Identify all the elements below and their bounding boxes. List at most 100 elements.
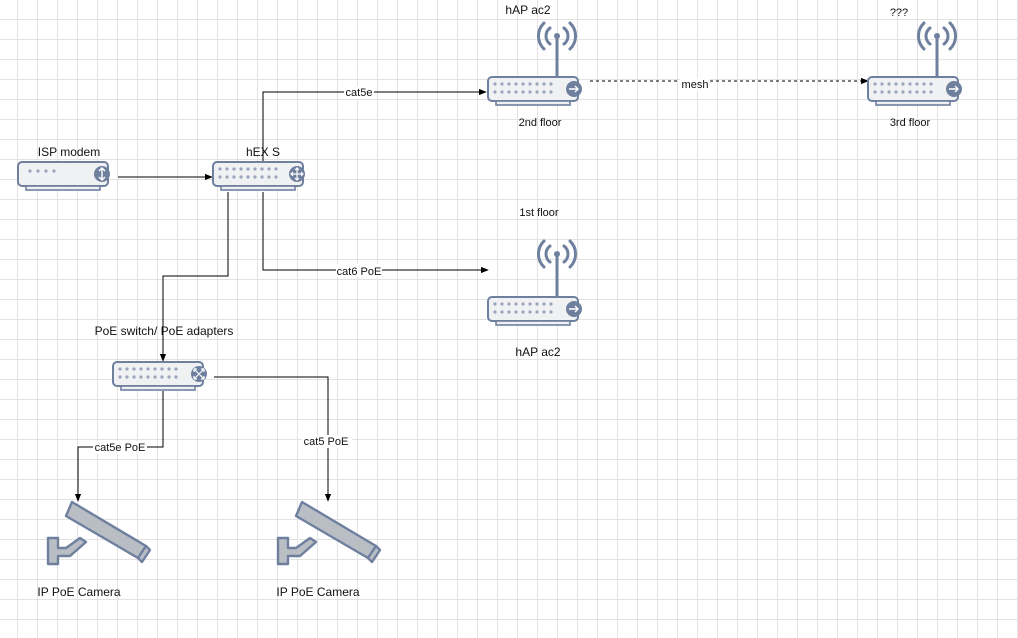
port-dot (929, 90, 933, 94)
router-icon (487, 296, 582, 326)
ap-3rd-top-label: ??? (890, 7, 908, 19)
svg-text:cat6 PoE: cat6 PoE (337, 266, 382, 278)
port-dot (549, 90, 553, 94)
node-hex-s[interactable]: hEX S (212, 145, 305, 191)
node-camera-2[interactable]: IP PoE Camera (276, 500, 382, 599)
node-ap-3rd-floor[interactable]: ??? 3rd floor (867, 7, 962, 129)
port-dot (922, 82, 926, 86)
port-dot (146, 367, 150, 371)
edge-switch-to-camera-2[interactable] (214, 376, 332, 502)
router-icon (212, 161, 305, 191)
port-dot (246, 167, 250, 171)
hap-1st-top-label: 1st floor (519, 207, 558, 219)
port-dot (514, 82, 518, 86)
port-dot (507, 90, 511, 94)
port-dot (894, 82, 898, 86)
node-poe-switch[interactable]: PoE switch/ PoE adapters (95, 324, 234, 391)
port-dot (887, 90, 891, 94)
port-dot (274, 167, 278, 171)
port-dot (514, 310, 518, 314)
switch-icon (112, 361, 207, 391)
port-dot (535, 90, 539, 94)
port-dot (521, 302, 525, 306)
poe-switch-label: PoE switch/ PoE adapters (95, 324, 234, 338)
edge-label-cat5e-poe: cat5e PoE (93, 441, 147, 454)
port-dot (514, 90, 518, 94)
port-dot (118, 367, 122, 371)
hap-1st-bottom-label: hAP ac2 (515, 345, 560, 359)
port-dot (267, 167, 271, 171)
node-camera-1[interactable]: IP PoE Camera (37, 500, 152, 599)
port-dot (521, 82, 525, 86)
port-dot (239, 167, 243, 171)
port-dot (153, 375, 157, 379)
port-dot (901, 82, 905, 86)
hex-s-label: hEX S (246, 145, 280, 159)
edge-hex-to-1st-floor[interactable] (262, 192, 489, 274)
port-dot (542, 302, 546, 306)
port-dot (267, 175, 271, 179)
edges: cat5e mesh cat6 PoE cat5e PoE cat5 PoE (74, 77, 869, 502)
node-hap-1st-floor[interactable]: 1st floor hAP ac2 (487, 207, 582, 359)
port-dot (174, 367, 178, 371)
svg-text:cat5 PoE: cat5 PoE (304, 436, 349, 448)
port-dot (218, 167, 222, 171)
port-dot (549, 310, 553, 314)
port-dot (521, 310, 525, 314)
edge-hex-to-poe-switch[interactable] (159, 192, 229, 362)
port-dot (232, 167, 236, 171)
svg-text:mesh: mesh (682, 79, 709, 91)
port-dot (225, 167, 229, 171)
port-dot (507, 310, 511, 314)
edge-hex-to-2nd-floor[interactable] (262, 88, 487, 162)
port-dot (500, 302, 504, 306)
port-dot (528, 90, 532, 94)
port-dot (253, 167, 257, 171)
port-dot (146, 375, 150, 379)
port-dot (880, 90, 884, 94)
ap-3rd-bottom-label: 3rd floor (890, 117, 931, 129)
port-dot (549, 82, 553, 86)
port-dot (542, 310, 546, 314)
port-dot (528, 310, 532, 314)
port-dot (500, 82, 504, 86)
port-dot (873, 90, 877, 94)
port-dot (225, 175, 229, 179)
port-dot (908, 82, 912, 86)
port-dot (167, 367, 171, 371)
port-dot (887, 82, 891, 86)
port-dot (132, 367, 136, 371)
hap-2nd-top-label: hAP ac2 (505, 3, 550, 17)
port-dot (493, 82, 497, 86)
edge-label-mesh: mesh (680, 78, 710, 91)
port-dot (500, 310, 504, 314)
camera-2-label: IP PoE Camera (276, 585, 359, 599)
router-icon (487, 76, 582, 106)
port-dot (167, 375, 171, 379)
port-dot (160, 375, 164, 379)
wifi-antenna-icon (917, 21, 957, 76)
edge-label-cat5e: cat5e (344, 86, 374, 99)
port-dot (521, 90, 525, 94)
port-dot (922, 90, 926, 94)
port-dot (535, 82, 539, 86)
port-dot (125, 367, 129, 371)
port-dot (246, 175, 250, 179)
port-dot (218, 175, 222, 179)
wifi-antenna-icon (537, 21, 577, 76)
port-dot (507, 82, 511, 86)
port-dot (535, 302, 539, 306)
node-isp-modem[interactable]: ISP modem (17, 145, 110, 191)
edge-label-cat6-poe: cat6 PoE (336, 264, 382, 278)
port-dot (514, 302, 518, 306)
port-dot (174, 375, 178, 379)
port-dot (139, 367, 143, 371)
port-dot (873, 82, 877, 86)
node-hap-2nd-floor[interactable]: hAP ac2 2nd floor (487, 3, 582, 129)
port-dot (493, 310, 497, 314)
port-dot (118, 375, 122, 379)
security-camera-icon (276, 500, 382, 566)
port-dot (260, 167, 264, 171)
port-dot (493, 90, 497, 94)
port-dot (132, 375, 136, 379)
